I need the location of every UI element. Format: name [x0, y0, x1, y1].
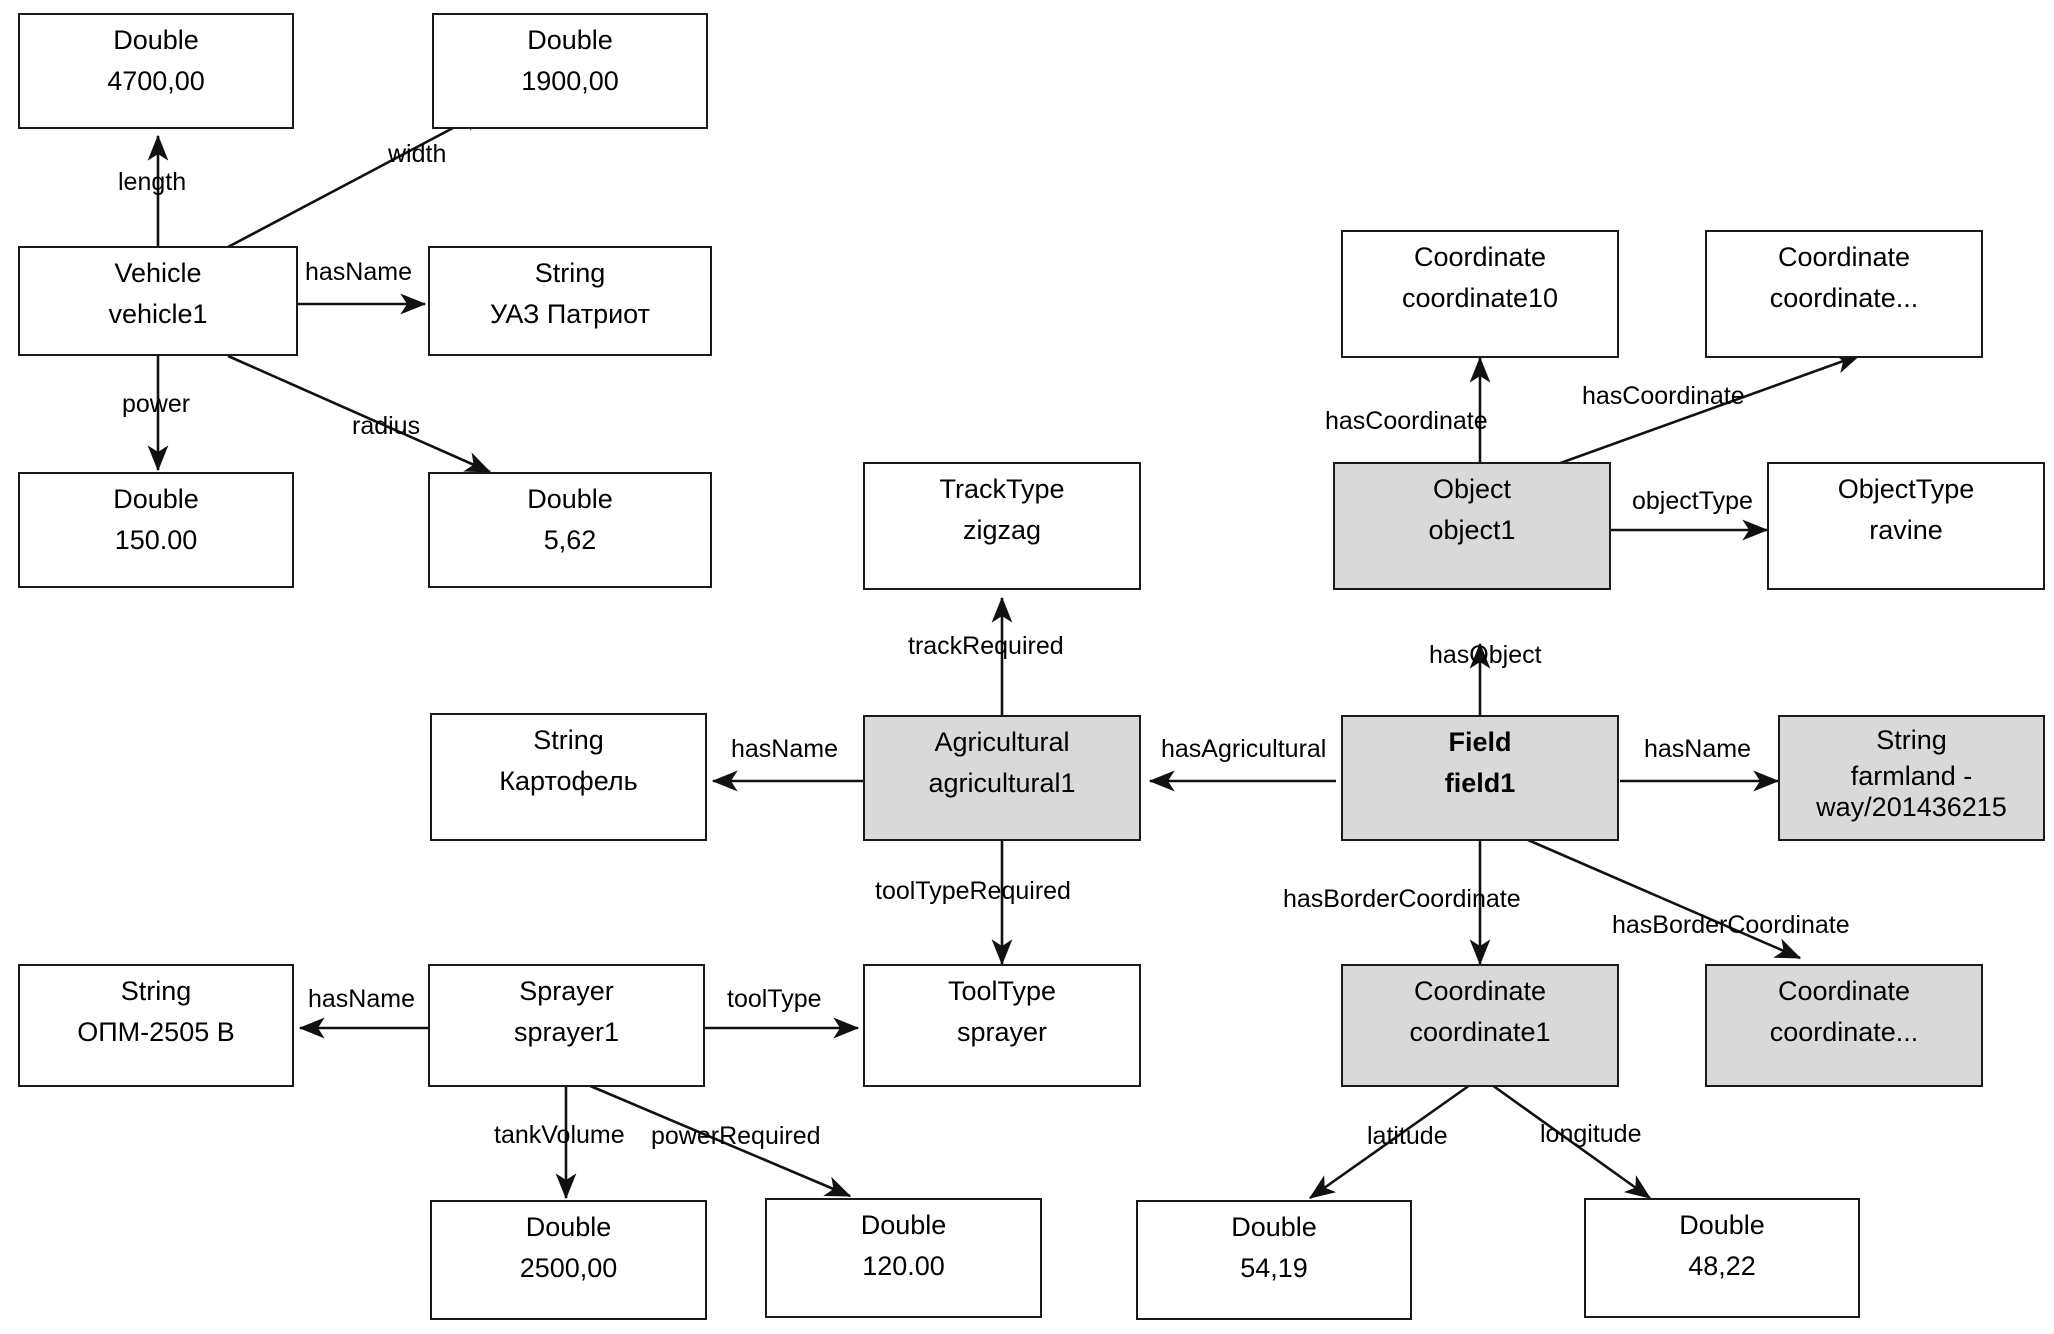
node-field1[interactable]: Field field1: [1341, 715, 1619, 841]
node-double-power[interactable]: Double 150.00: [18, 472, 294, 588]
node-string-potato[interactable]: String Картофель: [430, 713, 707, 841]
edge-label-tooltype: toolType: [727, 985, 822, 1013]
node-value-label: 150.00: [114, 525, 198, 555]
node-value-label: coordinate10: [1401, 283, 1559, 313]
node-type-label: Double: [1231, 1212, 1317, 1242]
node-value-label: object1: [1428, 515, 1516, 545]
edge-label-tooltyperequired: toolTypeRequired: [875, 877, 1071, 905]
edge-label-hasname-field: hasName: [1644, 735, 1751, 763]
node-value-label: coordinate1: [1409, 1017, 1551, 1047]
node-type-label: Double: [113, 484, 199, 514]
node-type-label: Double: [525, 1212, 612, 1242]
node-value-label: 48,22: [1688, 1251, 1756, 1281]
node-value-label: ОПМ-2505 В: [77, 1017, 235, 1047]
edge-label-hasbordercoordinate-right: hasBorderCoordinate: [1612, 911, 1850, 939]
edge-label-hasbordercoordinate-left: hasBorderCoordinate: [1283, 885, 1521, 913]
node-type-label: Double: [1679, 1210, 1765, 1240]
edge-label-powerrequired: powerRequired: [651, 1122, 821, 1150]
node-tooltype-sprayer[interactable]: ToolType sprayer: [863, 964, 1141, 1087]
edge-label-hasname-sprayer: hasName: [308, 985, 415, 1013]
node-type-label: String: [534, 258, 606, 288]
node-coordinate-dots-bottom[interactable]: Coordinate coordinate...: [1705, 964, 1983, 1087]
node-double-powerrequired[interactable]: Double 120.00: [765, 1198, 1042, 1318]
edge-label-longitude: longitude: [1540, 1120, 1642, 1148]
node-type-label: String: [1876, 725, 1947, 755]
node-sprayer1[interactable]: Sprayer sprayer1: [428, 964, 705, 1087]
node-type-label: String: [533, 725, 604, 755]
node-coordinate10[interactable]: Coordinate coordinate10: [1341, 230, 1619, 358]
node-value-label: agricultural1: [928, 768, 1076, 798]
edge-label-tankvolume: tankVolume: [494, 1121, 625, 1149]
node-type-label: Vehicle: [114, 258, 202, 288]
node-type-label: Coordinate: [1413, 976, 1547, 1006]
edge-label-hasagricultural: hasAgricultural: [1161, 735, 1327, 763]
edge-label-hascoordinate-right: hasCoordinate: [1582, 382, 1745, 410]
node-value-label: УАЗ Патриот: [490, 299, 650, 329]
edge-label-trackrequired: trackRequired: [908, 632, 1064, 660]
node-value-label: field1: [1444, 768, 1516, 798]
node-value-label: 54,19: [1240, 1253, 1308, 1283]
edge-label-width: width: [388, 140, 447, 168]
node-tracktype-zigzag[interactable]: TrackType zigzag: [863, 462, 1141, 590]
node-value-label: 5,62: [543, 525, 597, 555]
edge-label-hascoordinate-left: hasCoordinate: [1325, 407, 1488, 435]
node-type-label: Sprayer: [519, 976, 614, 1006]
node-value-label: 2500,00: [519, 1253, 618, 1283]
node-type-label: Double: [527, 484, 613, 514]
node-type-label: String: [120, 976, 192, 1006]
node-double-latitude[interactable]: Double 54,19: [1136, 1200, 1412, 1320]
node-type-label: Object: [1432, 474, 1512, 504]
node-value-label: ravine: [1869, 515, 1943, 545]
node-string-opm[interactable]: String ОПМ-2505 В: [18, 964, 294, 1087]
node-type-label: Double: [860, 1210, 947, 1240]
edge-label-power: power: [122, 390, 191, 418]
edge-label-hasname-agricultural: hasName: [731, 735, 838, 763]
node-value-label: 120.00: [862, 1251, 945, 1281]
node-value-line2: way/201436215: [1816, 792, 2007, 822]
node-double-width[interactable]: Double 1900,00: [432, 13, 708, 129]
node-value-label: sprayer: [956, 1017, 1048, 1047]
node-type-label: Coordinate: [1413, 242, 1547, 272]
edge-label-objecttype: objectType: [1632, 487, 1753, 515]
edge-label-length: length: [118, 168, 187, 196]
node-value-label: 4700,00: [107, 66, 205, 96]
node-string-farmland[interactable]: String farmland - way/201436215: [1778, 715, 2045, 841]
node-string-uaz[interactable]: String УАЗ Патриот: [428, 246, 712, 356]
node-vehicle1[interactable]: Vehicle vehicle1: [18, 246, 298, 356]
node-coordinate1[interactable]: Coordinate coordinate1: [1341, 964, 1619, 1087]
node-value-label: sprayer1: [513, 1017, 620, 1047]
node-type-label: Field: [1448, 727, 1512, 757]
edge-label-hasobject: hasObject: [1429, 641, 1542, 669]
node-type-label: TrackType: [939, 474, 1065, 504]
node-agricultural1[interactable]: Agricultural agricultural1: [863, 715, 1141, 841]
node-double-tankvolume[interactable]: Double 2500,00: [430, 1200, 707, 1320]
node-double-length[interactable]: Double 4700,00: [18, 13, 294, 129]
edge-label-radius: radius: [352, 412, 421, 440]
node-coordinate-dots-top[interactable]: Coordinate coordinate...: [1705, 230, 1983, 358]
node-type-label: ToolType: [947, 976, 1057, 1006]
node-type-label: Double: [527, 25, 613, 55]
edge-label-latitude: latitude: [1367, 1122, 1448, 1150]
node-double-radius[interactable]: Double 5,62: [428, 472, 712, 588]
node-value-label: zigzag: [962, 515, 1042, 545]
node-type-label: Coordinate: [1777, 242, 1911, 272]
node-value-line1: farmland -: [1850, 761, 1973, 791]
node-type-label: Agricultural: [934, 727, 1070, 757]
node-double-longitude[interactable]: Double 48,22: [1584, 1198, 1860, 1318]
node-type-label: Coordinate: [1777, 976, 1911, 1006]
node-object1[interactable]: Object object1: [1333, 462, 1611, 590]
node-value-label: vehicle1: [108, 299, 208, 329]
node-value-label: coordinate...: [1769, 283, 1919, 313]
node-value-label: Картофель: [499, 766, 638, 796]
node-value-label: 1900,00: [521, 66, 619, 96]
node-objecttype-ravine[interactable]: ObjectType ravine: [1767, 462, 2045, 590]
node-type-label: ObjectType: [1837, 474, 1975, 504]
edge-label-hasname-vehicle: hasName: [305, 258, 412, 286]
node-type-label: Double: [113, 25, 199, 55]
node-value-label: coordinate...: [1769, 1017, 1919, 1047]
